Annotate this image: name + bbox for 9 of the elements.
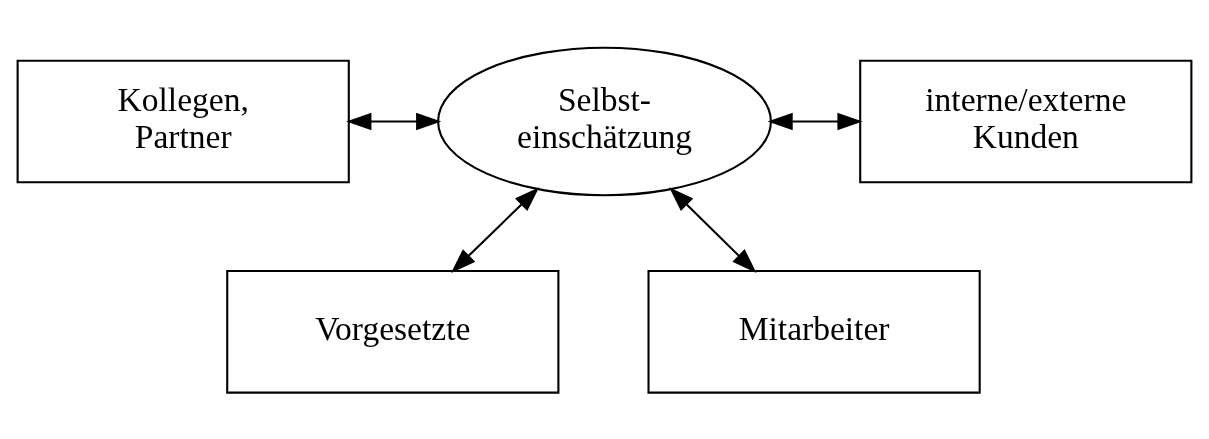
arrow — [451, 186, 540, 273]
node-ellipse: Selbst- einschätzung — [437, 46, 772, 196]
node-box: Mitarbeiter — [647, 269, 981, 394]
node-box: Kollegen, Partner — [16, 59, 350, 183]
node-box: Vorgesetzte — [226, 269, 560, 394]
arrow — [346, 112, 442, 130]
node-box: interne/externe Kunden — [859, 59, 1193, 183]
arrow — [669, 186, 757, 273]
arrow — [767, 112, 863, 130]
